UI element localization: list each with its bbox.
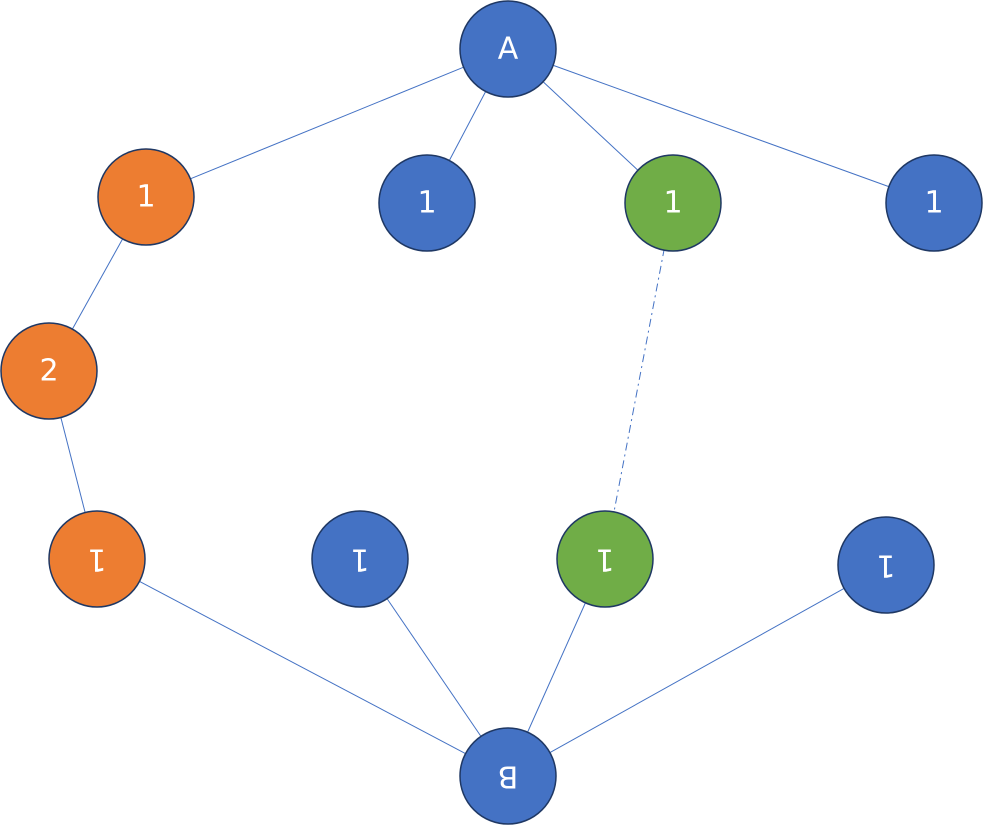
node-circle-m1 bbox=[0, 322, 98, 420]
edge-A-t4 bbox=[551, 64, 891, 188]
node-b1: 1 bbox=[48, 510, 146, 608]
node-circle-t1 bbox=[97, 148, 195, 246]
node-b4: 1 bbox=[837, 516, 935, 614]
node-label-m1: 2 bbox=[39, 354, 58, 389]
node-circle-t4 bbox=[885, 154, 983, 252]
edge-m1-b1 bbox=[59, 415, 87, 515]
edge-t1-m1 bbox=[70, 236, 125, 332]
node-circle-A bbox=[459, 0, 557, 98]
node-label-A: A bbox=[498, 32, 519, 67]
node-circle-b2 bbox=[311, 510, 409, 608]
edge-b4-B bbox=[547, 586, 847, 755]
node-circle-t3 bbox=[624, 154, 722, 252]
node-label-b3: 1 bbox=[595, 542, 614, 577]
edge-A-t1 bbox=[188, 65, 466, 181]
edge-t3-b3 bbox=[613, 248, 665, 514]
node-B: B bbox=[459, 727, 557, 825]
node-label-b2: 1 bbox=[350, 542, 369, 577]
node-t4: 1 bbox=[885, 154, 983, 252]
edge-b2-B bbox=[385, 596, 483, 739]
edges-layer bbox=[59, 64, 891, 755]
node-label-t3: 1 bbox=[663, 186, 682, 221]
node-t2: 1 bbox=[378, 154, 476, 252]
edge-b3-B bbox=[526, 600, 587, 735]
node-A: A bbox=[459, 0, 557, 98]
edge-A-t2 bbox=[447, 89, 488, 163]
node-circle-t2 bbox=[378, 154, 476, 252]
node-label-B: B bbox=[498, 759, 519, 794]
edge-b1-B bbox=[137, 580, 468, 755]
node-label-t1: 1 bbox=[136, 180, 155, 215]
node-b3: 1 bbox=[556, 510, 654, 608]
node-label-t2: 1 bbox=[417, 186, 436, 221]
edge-A-t3 bbox=[541, 80, 640, 172]
node-m1: 2 bbox=[0, 322, 98, 420]
node-circle-b3 bbox=[556, 510, 654, 608]
node-circle-b4 bbox=[837, 516, 935, 614]
node-b2: 1 bbox=[311, 510, 409, 608]
node-t1: 1 bbox=[97, 148, 195, 246]
node-label-t4: 1 bbox=[924, 186, 943, 221]
node-label-b1: 1 bbox=[87, 542, 106, 577]
node-t3: 1 bbox=[624, 154, 722, 252]
node-circle-B bbox=[459, 727, 557, 825]
node-circle-b1 bbox=[48, 510, 146, 608]
node-label-b4: 1 bbox=[876, 548, 895, 583]
